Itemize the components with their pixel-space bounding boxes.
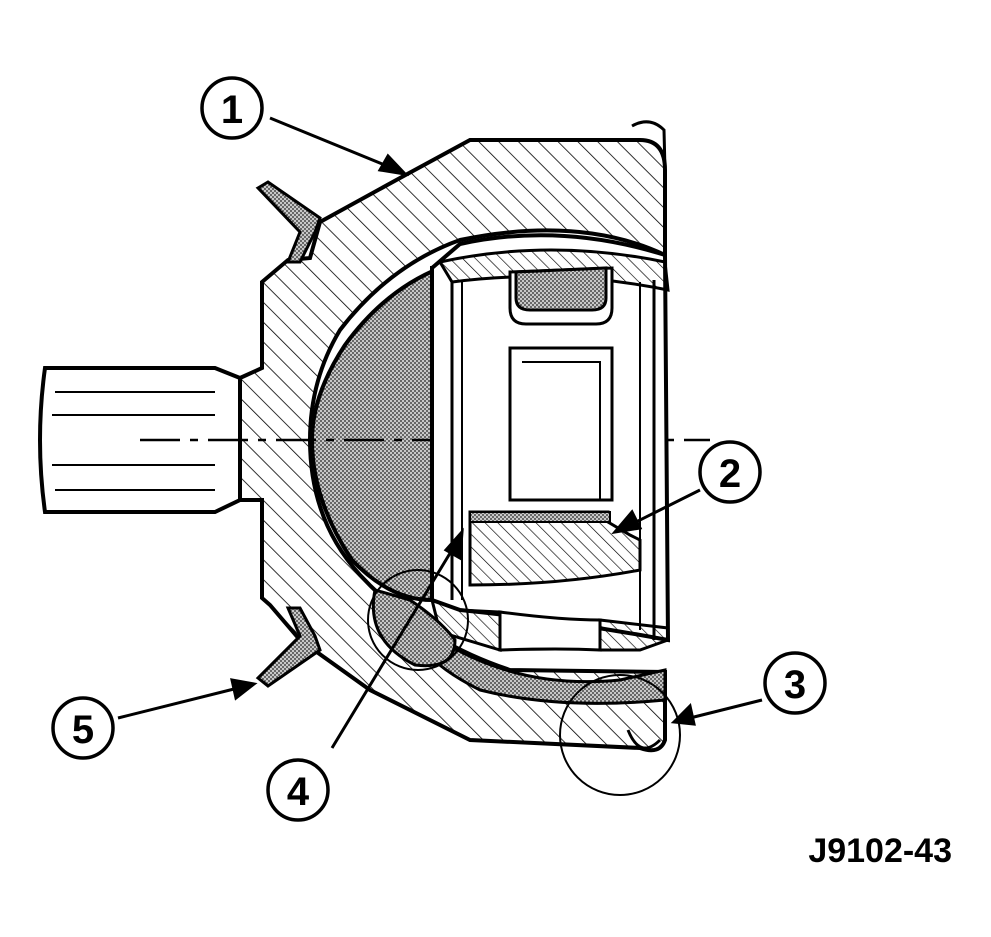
detail-circle-3 [559, 674, 681, 796]
svg-text:3: 3 [784, 663, 806, 707]
callout-3: 3 [763, 651, 827, 715]
top-ball-window [508, 266, 614, 326]
svg-text:2: 2 [719, 452, 741, 496]
figure-code: J9102-43 [808, 832, 952, 870]
callout-4: 4 [266, 758, 330, 822]
detail-circle-ball [367, 569, 469, 671]
svg-text:1: 1 [221, 88, 243, 132]
svg-text:4: 4 [287, 770, 310, 814]
inner-race [468, 510, 642, 587]
lower-cage [429, 597, 670, 653]
callout-5: 5 [51, 696, 115, 760]
svg-text:5: 5 [72, 708, 94, 752]
boot-clamp-bottom [255, 606, 322, 688]
callout-1: 1 [200, 76, 264, 140]
callout-2: 2 [698, 440, 762, 504]
boot-clamp-top [255, 180, 322, 264]
leader-arrows [117, 116, 763, 749]
center-window [508, 346, 614, 502]
